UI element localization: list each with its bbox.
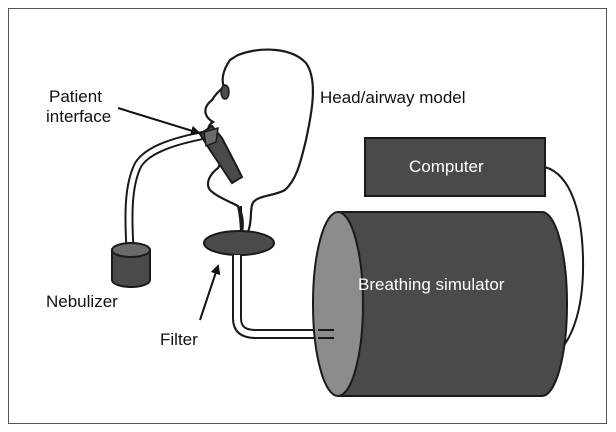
label-nebulizer: Nebulizer (46, 292, 118, 311)
breathing-simulator-body (337, 211, 568, 397)
filter-arrow (199, 264, 221, 321)
mouthpiece-cap (203, 126, 219, 148)
ear-mark (220, 84, 230, 100)
label-patient-line2: interface (46, 107, 111, 126)
head-airway-model-outline (204, 48, 315, 234)
patient-interface-arrow (117, 107, 201, 136)
tube-inlet (318, 329, 334, 339)
label-filter: Filter (160, 330, 198, 349)
computer-box (364, 137, 546, 197)
filter-disc (203, 230, 275, 256)
nebulizer-tube-inner (126, 132, 206, 249)
label-breathing-simulator: Breathing simulator (358, 275, 505, 294)
label-patient-line1: Patient (49, 87, 102, 106)
computer-cable (544, 166, 585, 349)
label-head-airway-model: Head/airway model (320, 88, 466, 107)
breathing-simulator-face (312, 211, 364, 397)
simulator-tube-inner (234, 255, 322, 337)
nebulizer-cup-top (111, 242, 151, 258)
label-computer: Computer (409, 157, 484, 176)
nebulizer-cup (111, 249, 151, 288)
